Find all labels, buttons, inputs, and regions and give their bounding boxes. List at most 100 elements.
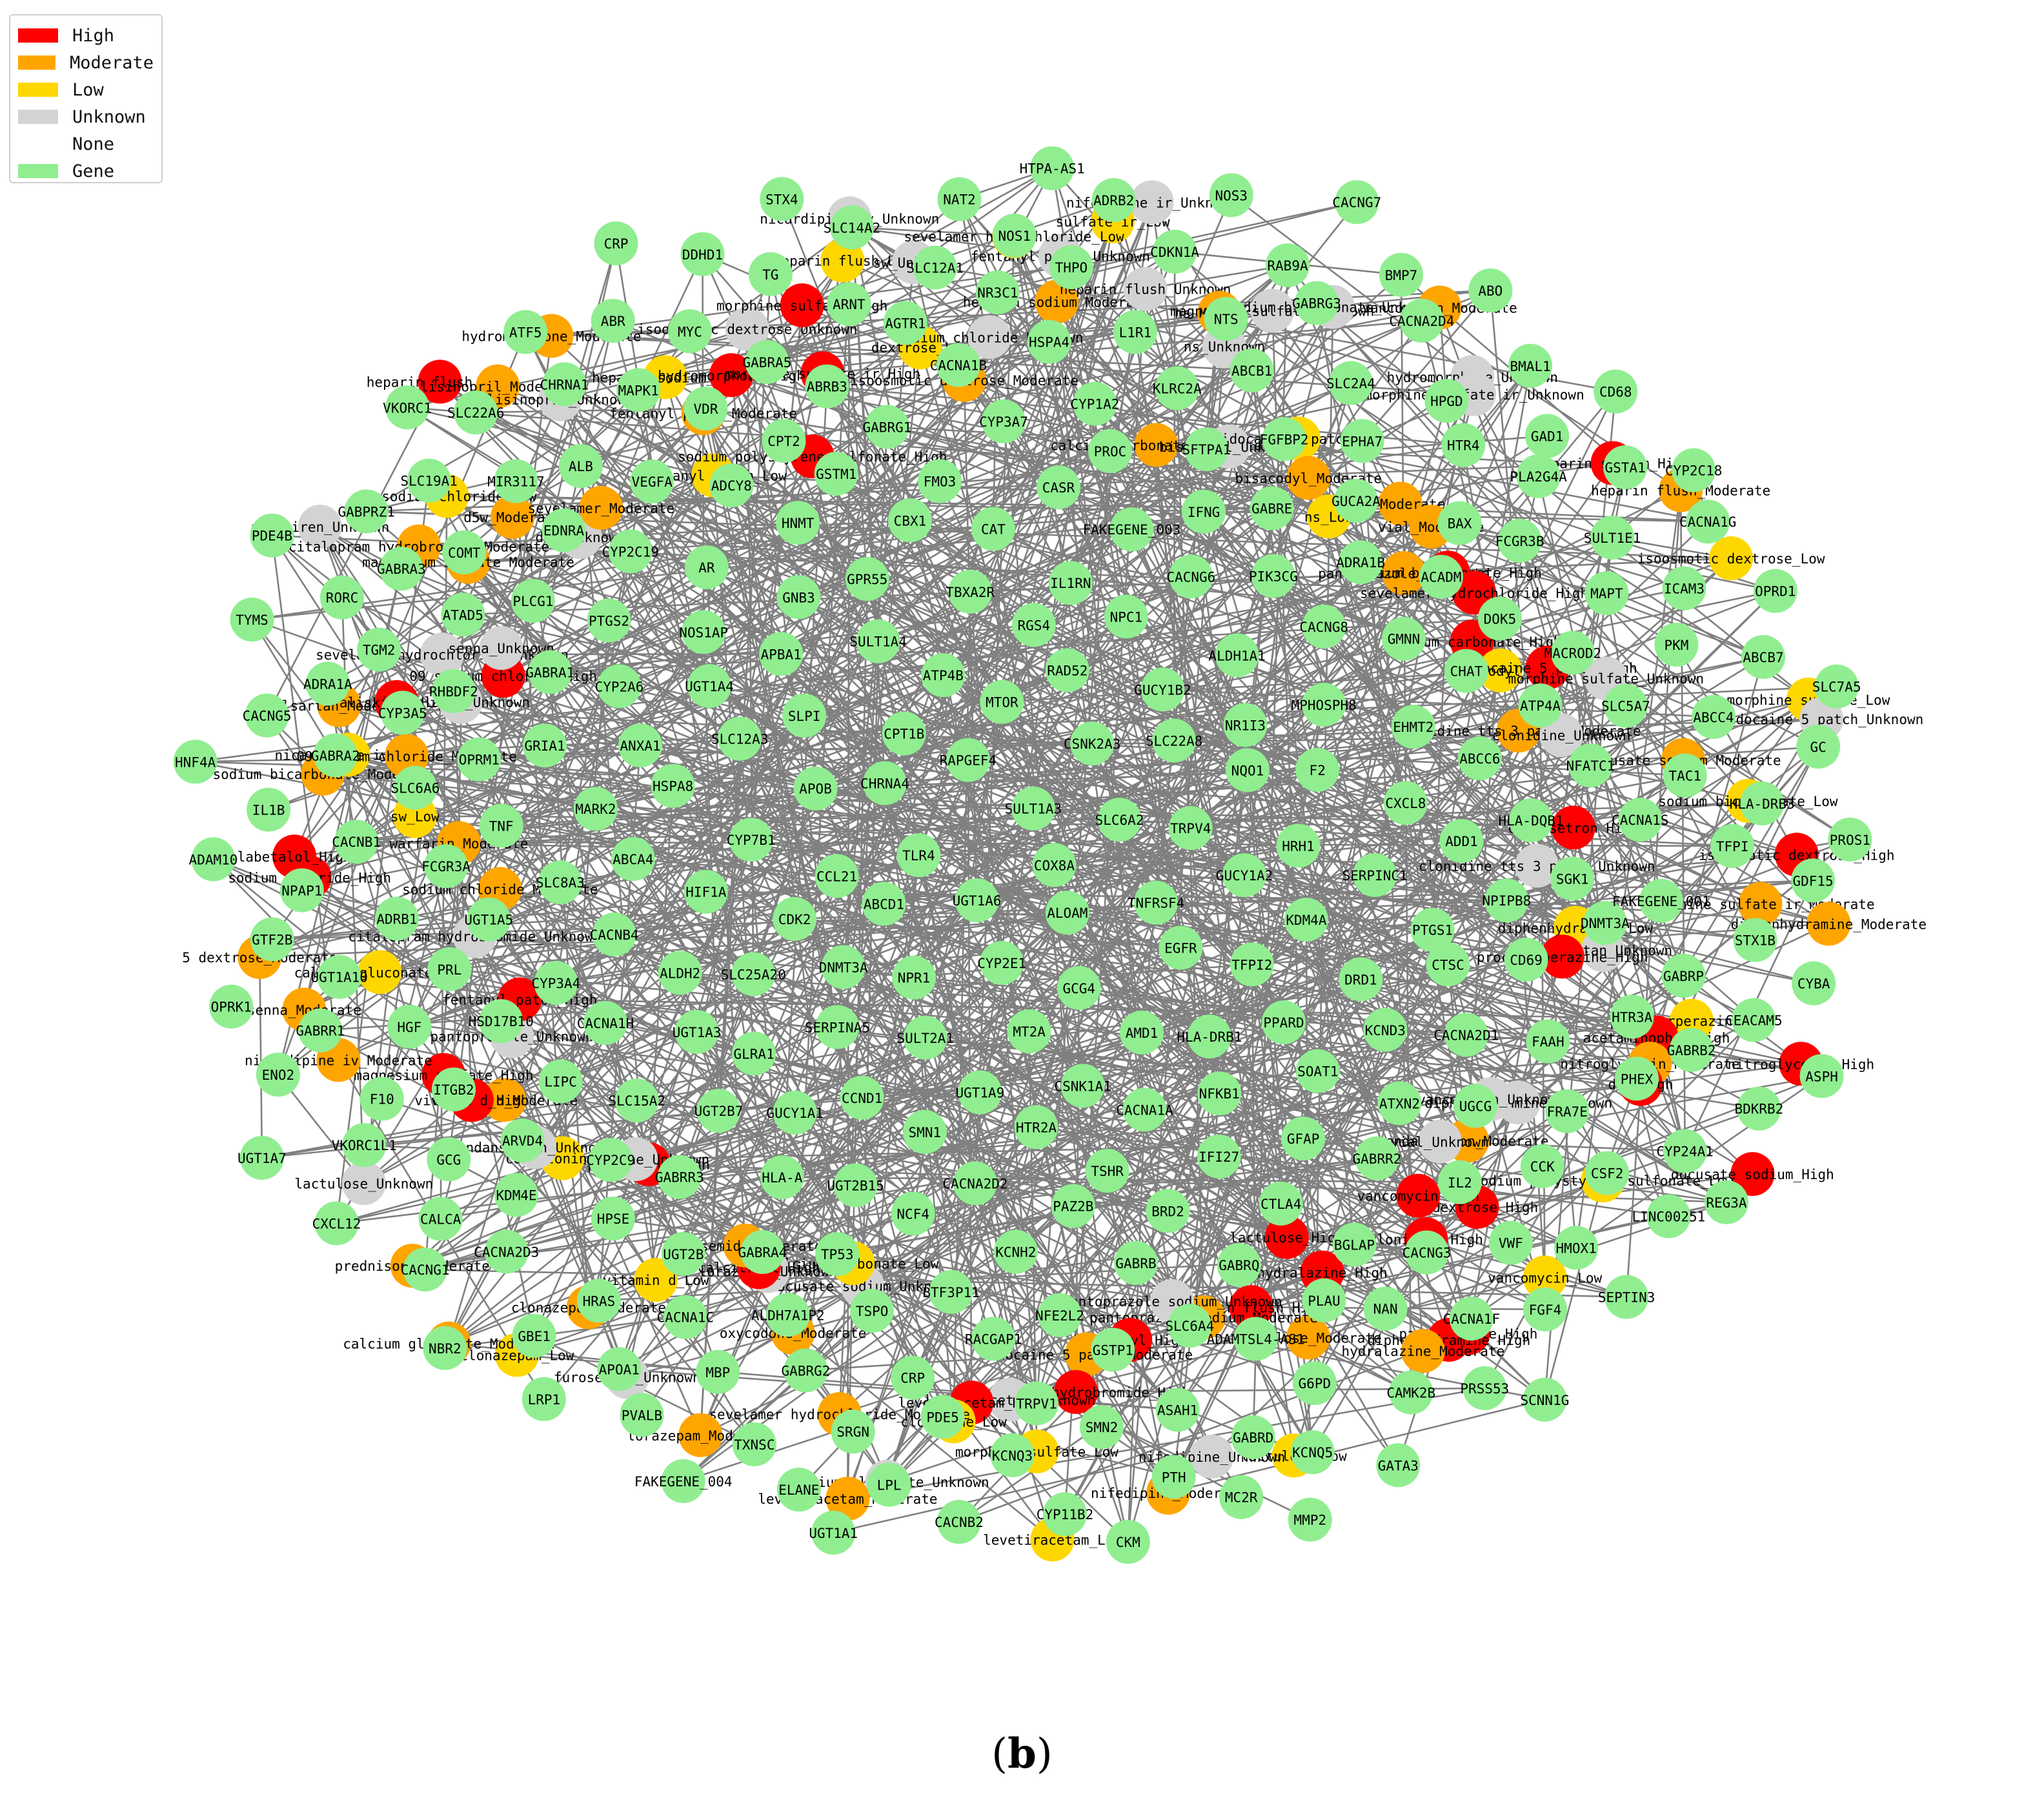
- node-label: FGF4: [1529, 1302, 1562, 1318]
- node-label: SLC2A4: [1326, 376, 1375, 392]
- gene-node: GABRE: [1250, 486, 1294, 531]
- edge: [378, 412, 704, 651]
- node-circle: [1302, 604, 1346, 649]
- node-circle: [682, 610, 726, 654]
- node-circle: [773, 1090, 817, 1135]
- node-circle: [1043, 1492, 1088, 1537]
- node-circle: [1295, 1049, 1340, 1093]
- gene-node: ABCD1: [862, 882, 906, 926]
- gene-node: LPL: [867, 1462, 911, 1507]
- node-label: TAC1: [1668, 769, 1701, 784]
- node-circle: [1169, 554, 1213, 599]
- node-circle: [1119, 1010, 1164, 1055]
- node-circle: [1646, 1194, 1691, 1238]
- node-label: RACGAP1: [965, 1332, 1022, 1348]
- node-label: GABRA4: [738, 1245, 787, 1260]
- node-circle: [1468, 268, 1513, 312]
- node-circle: [1295, 747, 1340, 792]
- gene-node: PVALB: [620, 1393, 664, 1437]
- gene-node: KCND3: [1363, 1007, 1408, 1052]
- node-circle: [1015, 1381, 1059, 1426]
- gene-node: IL1RN: [1048, 561, 1093, 605]
- gene-node: AGTR1: [883, 301, 927, 345]
- node-label: NFE2L2: [1035, 1308, 1084, 1324]
- node-circle: [503, 310, 548, 354]
- edge: [476, 407, 706, 414]
- gene-node: FAKEGENE_001: [1612, 878, 1710, 923]
- gene-node: BMP7: [1379, 252, 1424, 297]
- node-label: diphenhydramine_Low: [1498, 921, 1654, 936]
- gene-node: ADAM10: [189, 837, 238, 882]
- node-circle: [663, 1295, 707, 1339]
- gene-node: GTF2B: [250, 917, 294, 962]
- node-circle: [1155, 1388, 1200, 1432]
- node-circle: [937, 177, 982, 221]
- gene-node: TFPI: [1710, 824, 1755, 868]
- node-label: LINC00251: [1632, 1209, 1705, 1225]
- gene-node: ALDH2: [658, 951, 702, 995]
- node-circle: [614, 1078, 659, 1123]
- node-circle: [1097, 798, 1142, 842]
- drug-node: vial_Unknown: [1391, 1119, 1489, 1164]
- gene-node: GSTM1: [814, 452, 858, 496]
- node-circle: [1504, 937, 1548, 982]
- gene-node: SMN1: [902, 1109, 947, 1154]
- gene-node: APBA1: [759, 632, 804, 676]
- gene-node: ABRB3: [805, 364, 849, 409]
- node-label: GABRA5: [743, 355, 792, 370]
- gene-node: NPC1: [1104, 594, 1148, 639]
- edge: [963, 379, 978, 901]
- node-label: UGT1A6: [953, 893, 1002, 909]
- node-circle: [1520, 1144, 1564, 1188]
- node-circle: [1146, 1189, 1190, 1233]
- node-circle: [920, 1395, 965, 1439]
- edge: [758, 487, 1060, 1268]
- node-circle: [1669, 1027, 1714, 1072]
- node-label: ABCB7: [1743, 650, 1783, 665]
- node-circle: [1281, 1117, 1326, 1161]
- gene-node: CACNA2D4: [1389, 298, 1454, 343]
- node-circle: [1073, 381, 1117, 426]
- node-label: KCNQ5: [1292, 1445, 1333, 1460]
- node-label: RORC: [326, 591, 359, 606]
- node-label: DDHD1: [682, 247, 723, 263]
- node-label: MC2R: [1225, 1490, 1258, 1506]
- node-label: EHMT2: [1393, 720, 1433, 735]
- node-circle: [1417, 1119, 1462, 1164]
- node-circle: [1035, 279, 1079, 324]
- node-circle: [479, 625, 523, 670]
- node-label: FAKEGENE_001: [1612, 894, 1710, 909]
- node-circle: [1123, 267, 1168, 311]
- gene-node: PTGS2: [587, 598, 631, 643]
- gene-node: IL2: [1437, 1160, 1482, 1204]
- node-circle: [1122, 1087, 1167, 1132]
- gene-node: CYP2C9: [586, 1138, 635, 1182]
- node-label: HLA-A: [762, 1170, 803, 1186]
- node-circle: [827, 282, 871, 327]
- gene-node: CCND1: [840, 1075, 884, 1120]
- gene-node: TG: [748, 252, 793, 296]
- gene-node: ADRB1: [374, 896, 419, 941]
- gene-node: HLA-DRB3: [1730, 782, 1795, 826]
- node-label: COMT: [448, 545, 481, 561]
- node-circle: [967, 315, 1012, 359]
- node-label: CALCA: [420, 1211, 461, 1227]
- node-circle: [805, 364, 849, 409]
- drug-node: senna_Unknown: [449, 625, 554, 670]
- node-label: NAN: [1373, 1302, 1398, 1317]
- node-label: SLC12A3: [711, 732, 769, 747]
- edge: [506, 1131, 926, 1253]
- node-circle: [587, 598, 631, 643]
- gene-node: BMAL1: [1508, 343, 1553, 388]
- node-circle: [1264, 1215, 1309, 1259]
- node-circle: [250, 513, 294, 558]
- node-label: CYP2A6: [595, 679, 644, 694]
- gene-node: CACNA1G: [1679, 500, 1736, 544]
- node-label: HRAS: [583, 1294, 616, 1309]
- node-circle: [1604, 1275, 1649, 1319]
- gene-node: PTH: [1151, 1455, 1196, 1499]
- node-circle: [1302, 682, 1346, 727]
- gene-node: SLC12A3: [711, 716, 769, 761]
- edge: [632, 858, 837, 877]
- node-circle: [1799, 1054, 1844, 1098]
